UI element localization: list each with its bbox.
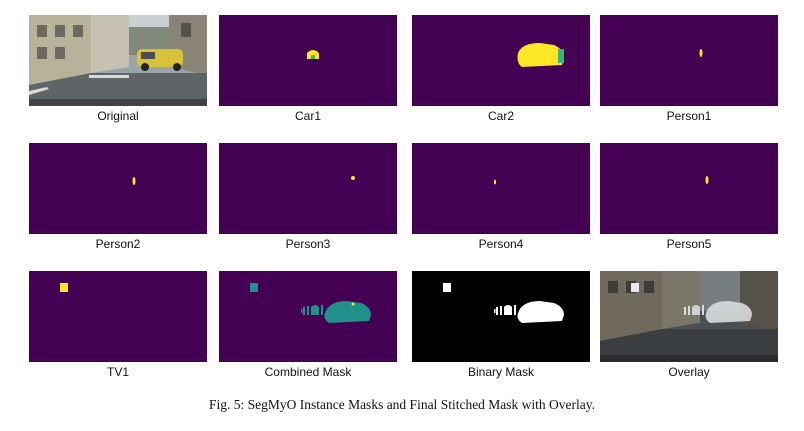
overlay-image: [600, 271, 778, 362]
panel-person1-mask: [600, 15, 778, 106]
person5-mask-image: [600, 143, 778, 234]
street-scene-photo: [29, 15, 207, 106]
car2-mask-image: [412, 15, 590, 106]
panel-car2-mask: [412, 15, 590, 106]
panel-label: Car2: [487, 109, 514, 123]
panel-label: Combined Mask: [264, 365, 352, 379]
person4-mask-image: [412, 143, 590, 234]
panel-label: Person5: [666, 237, 712, 251]
person3-mask-image: [219, 143, 397, 234]
panel-combined-mask: [219, 271, 397, 362]
panel-label: Person2: [95, 237, 141, 251]
panel-label: Car1: [294, 109, 321, 123]
panel-label: TV1: [106, 365, 129, 379]
panel-original-image: [29, 15, 207, 106]
panel-label: Binary Mask: [467, 365, 535, 379]
combined-mask-image: [219, 271, 397, 362]
binary-mask-image: [412, 271, 590, 362]
panel-person3-mask: [219, 143, 397, 234]
panel-label: Overlay: [668, 365, 710, 379]
person2-mask-image: [29, 143, 207, 234]
panel-tv1-mask: [29, 271, 207, 362]
panel-car1-mask: [219, 15, 397, 106]
panel-person2-mask: [29, 143, 207, 234]
tv1-mask-image: [29, 271, 207, 362]
panel-label: Original: [97, 109, 139, 123]
figure-caption: Fig. 5: SegMyO Instance Masks and Final …: [208, 397, 596, 412]
panel-label: Person3: [285, 237, 331, 251]
panel-overlay: [600, 271, 778, 362]
panel-label: Person1: [666, 109, 712, 123]
car1-mask-image: [219, 15, 397, 106]
panel-person4-mask: [412, 143, 590, 234]
panel-person5-mask: [600, 143, 778, 234]
panel-label: Person4: [478, 237, 524, 251]
panel-binary-mask: [412, 271, 590, 362]
person1-mask-image: [600, 15, 778, 106]
